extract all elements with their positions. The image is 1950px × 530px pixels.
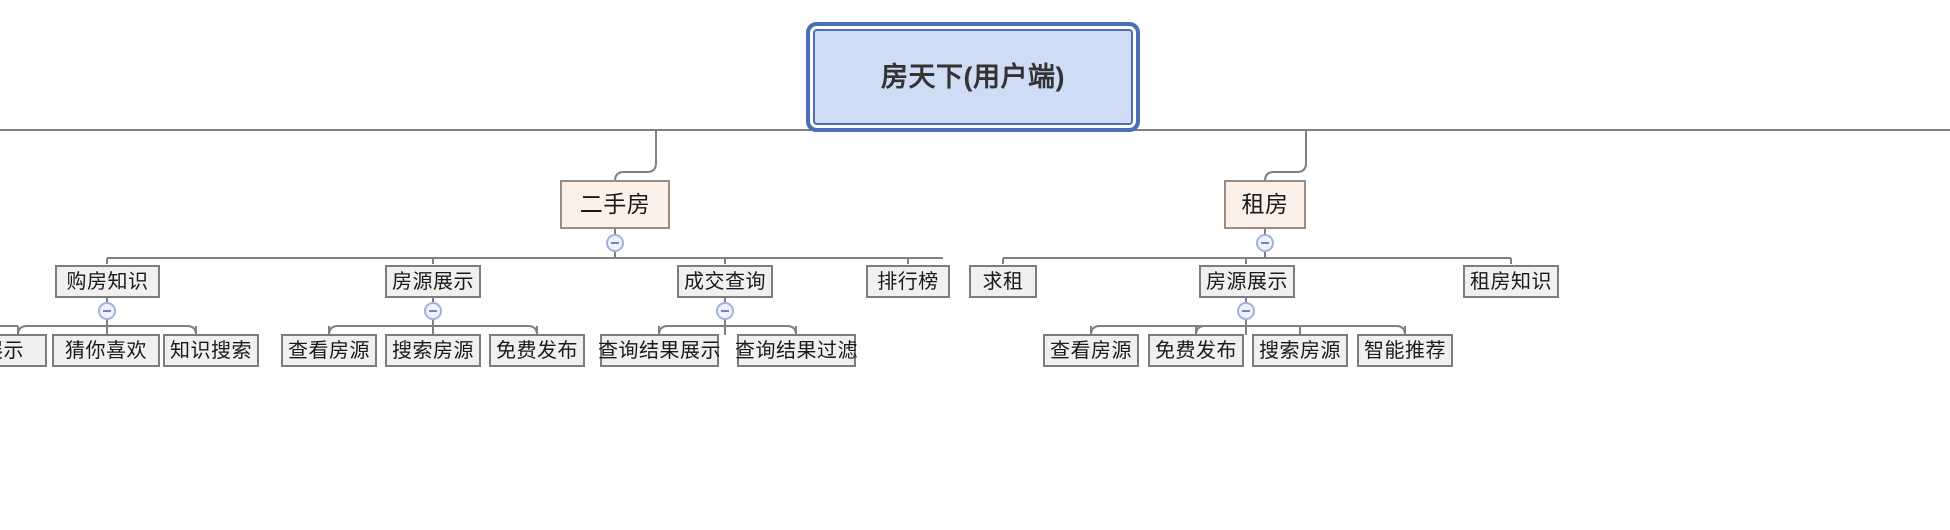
collapse-toggle-fangyuan-zhanshi-zufang[interactable] — [1237, 302, 1255, 320]
node-chakan-fangyuan-zufang[interactable]: 查看房源 — [1043, 334, 1139, 367]
node-qiuzu[interactable]: 求租 — [969, 265, 1037, 298]
node-gouhang-zhishi[interactable]: 购房知识 — [55, 265, 160, 298]
root-node[interactable]: 房天下(用户端) — [813, 29, 1133, 125]
node-chaxun-jieguo-zhanshi[interactable]: 查询结果展示 — [598, 334, 721, 367]
node-chengjiao-chaxun[interactable]: 成交查询 — [677, 265, 773, 298]
node-chaxun-jieguo-guolu[interactable]: 查询结果过滤 — [735, 334, 858, 367]
collapse-toggle-zufang[interactable] — [1256, 234, 1274, 252]
node-chakan-fangyuan-ershoufang[interactable]: 查看房源 — [281, 334, 377, 367]
collapse-toggle-ershoufang[interactable] — [606, 234, 624, 252]
node-mianfei-fabu-zufang[interactable]: 免费发布 — [1148, 334, 1244, 367]
collapse-toggle-fangyuan-zhanshi-ershoufang[interactable] — [424, 302, 442, 320]
node-sousuo-fangyuan-zufang[interactable]: 搜索房源 — [1252, 334, 1348, 367]
node-zufang-zhishi[interactable]: 租房知识 — [1463, 265, 1559, 298]
node-cainixihuan[interactable]: 猜你喜欢 — [52, 334, 160, 367]
node-zhanshi-clipped[interactable]: 展示 — [0, 334, 47, 367]
node-paihangbang[interactable]: 排行榜 — [866, 265, 950, 298]
branch-node-ershoufang[interactable]: 二手房 — [560, 180, 670, 229]
node-zhineng-tuijian[interactable]: 智能推荐 — [1357, 334, 1453, 367]
node-zhishi-sousuo[interactable]: 知识搜索 — [163, 334, 259, 367]
node-fangyuan-zhanshi-ershoufang[interactable]: 房源展示 — [385, 265, 481, 298]
branch-node-zufang[interactable]: 租房 — [1224, 180, 1306, 229]
collapse-toggle-gouhang-zhishi[interactable] — [98, 302, 116, 320]
node-mianfei-fabu-ershoufang[interactable]: 免费发布 — [489, 334, 585, 367]
node-sousuo-fangyuan-ershoufang[interactable]: 搜索房源 — [385, 334, 481, 367]
collapse-toggle-chengjiao-chaxun[interactable] — [716, 302, 734, 320]
node-fangyuan-zhanshi-zufang[interactable]: 房源展示 — [1199, 265, 1295, 298]
